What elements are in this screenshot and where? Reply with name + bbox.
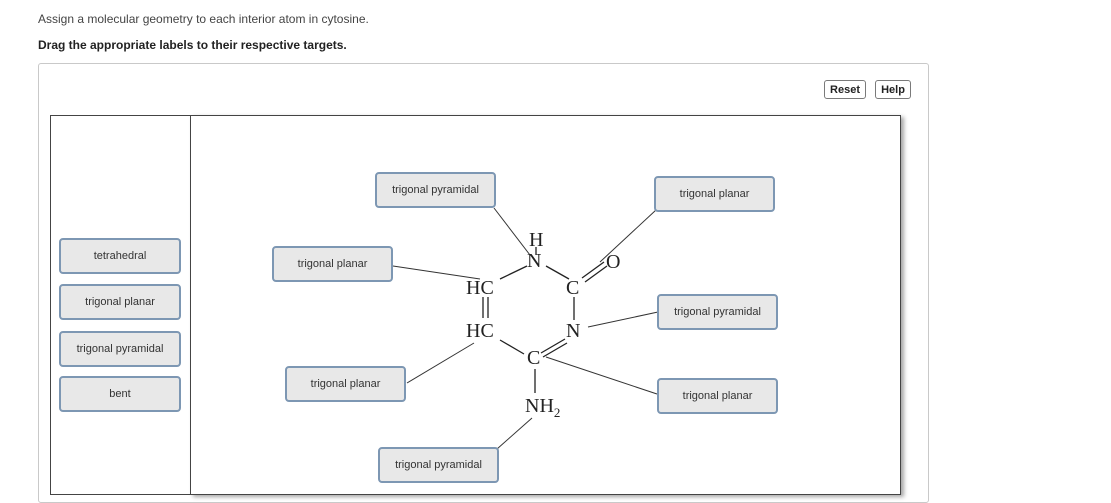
- atom-n-top: N: [527, 250, 542, 272]
- target-label-amine-c[interactable]: trigonal planar: [657, 378, 778, 414]
- atom-o: O: [606, 251, 621, 273]
- drag-instruction-text: Drag the appropriate labels to their res…: [38, 38, 347, 52]
- atom-nh2-subscript: 2: [553, 405, 561, 420]
- instruction-text: Assign a molecular geometry to each inte…: [38, 12, 369, 26]
- tray-label-trigonal-planar[interactable]: trigonal planar: [59, 284, 181, 320]
- target-label-ring-n[interactable]: trigonal pyramidal: [657, 294, 778, 330]
- tray-label-tetrahedral[interactable]: tetrahedral: [59, 238, 181, 274]
- atom-c-carbonyl: C: [566, 277, 580, 299]
- target-label-hc-top[interactable]: trigonal planar: [272, 246, 393, 282]
- atom-hc-bottom: HC: [466, 320, 494, 342]
- target-label-carbonyl-c[interactable]: trigonal planar: [654, 176, 775, 212]
- atom-nh2: NH2: [525, 396, 560, 419]
- tray-label-trigonal-pyramidal[interactable]: trigonal pyramidal: [59, 331, 181, 367]
- reset-button[interactable]: Reset: [824, 80, 866, 99]
- atom-h: H: [529, 229, 544, 251]
- atom-c-bottom: C: [527, 347, 541, 369]
- atom-nh2-text: NH: [525, 395, 554, 417]
- help-button[interactable]: Help: [875, 80, 911, 99]
- target-label-nh2[interactable]: trigonal pyramidal: [378, 447, 499, 483]
- atom-hc-top: HC: [466, 277, 494, 299]
- target-canvas: [190, 115, 901, 495]
- tray-label-bent[interactable]: bent: [59, 376, 181, 412]
- target-label-hc-bottom[interactable]: trigonal planar: [285, 366, 406, 402]
- target-label-top-nh[interactable]: trigonal pyramidal: [375, 172, 496, 208]
- atom-n-right: N: [566, 320, 581, 342]
